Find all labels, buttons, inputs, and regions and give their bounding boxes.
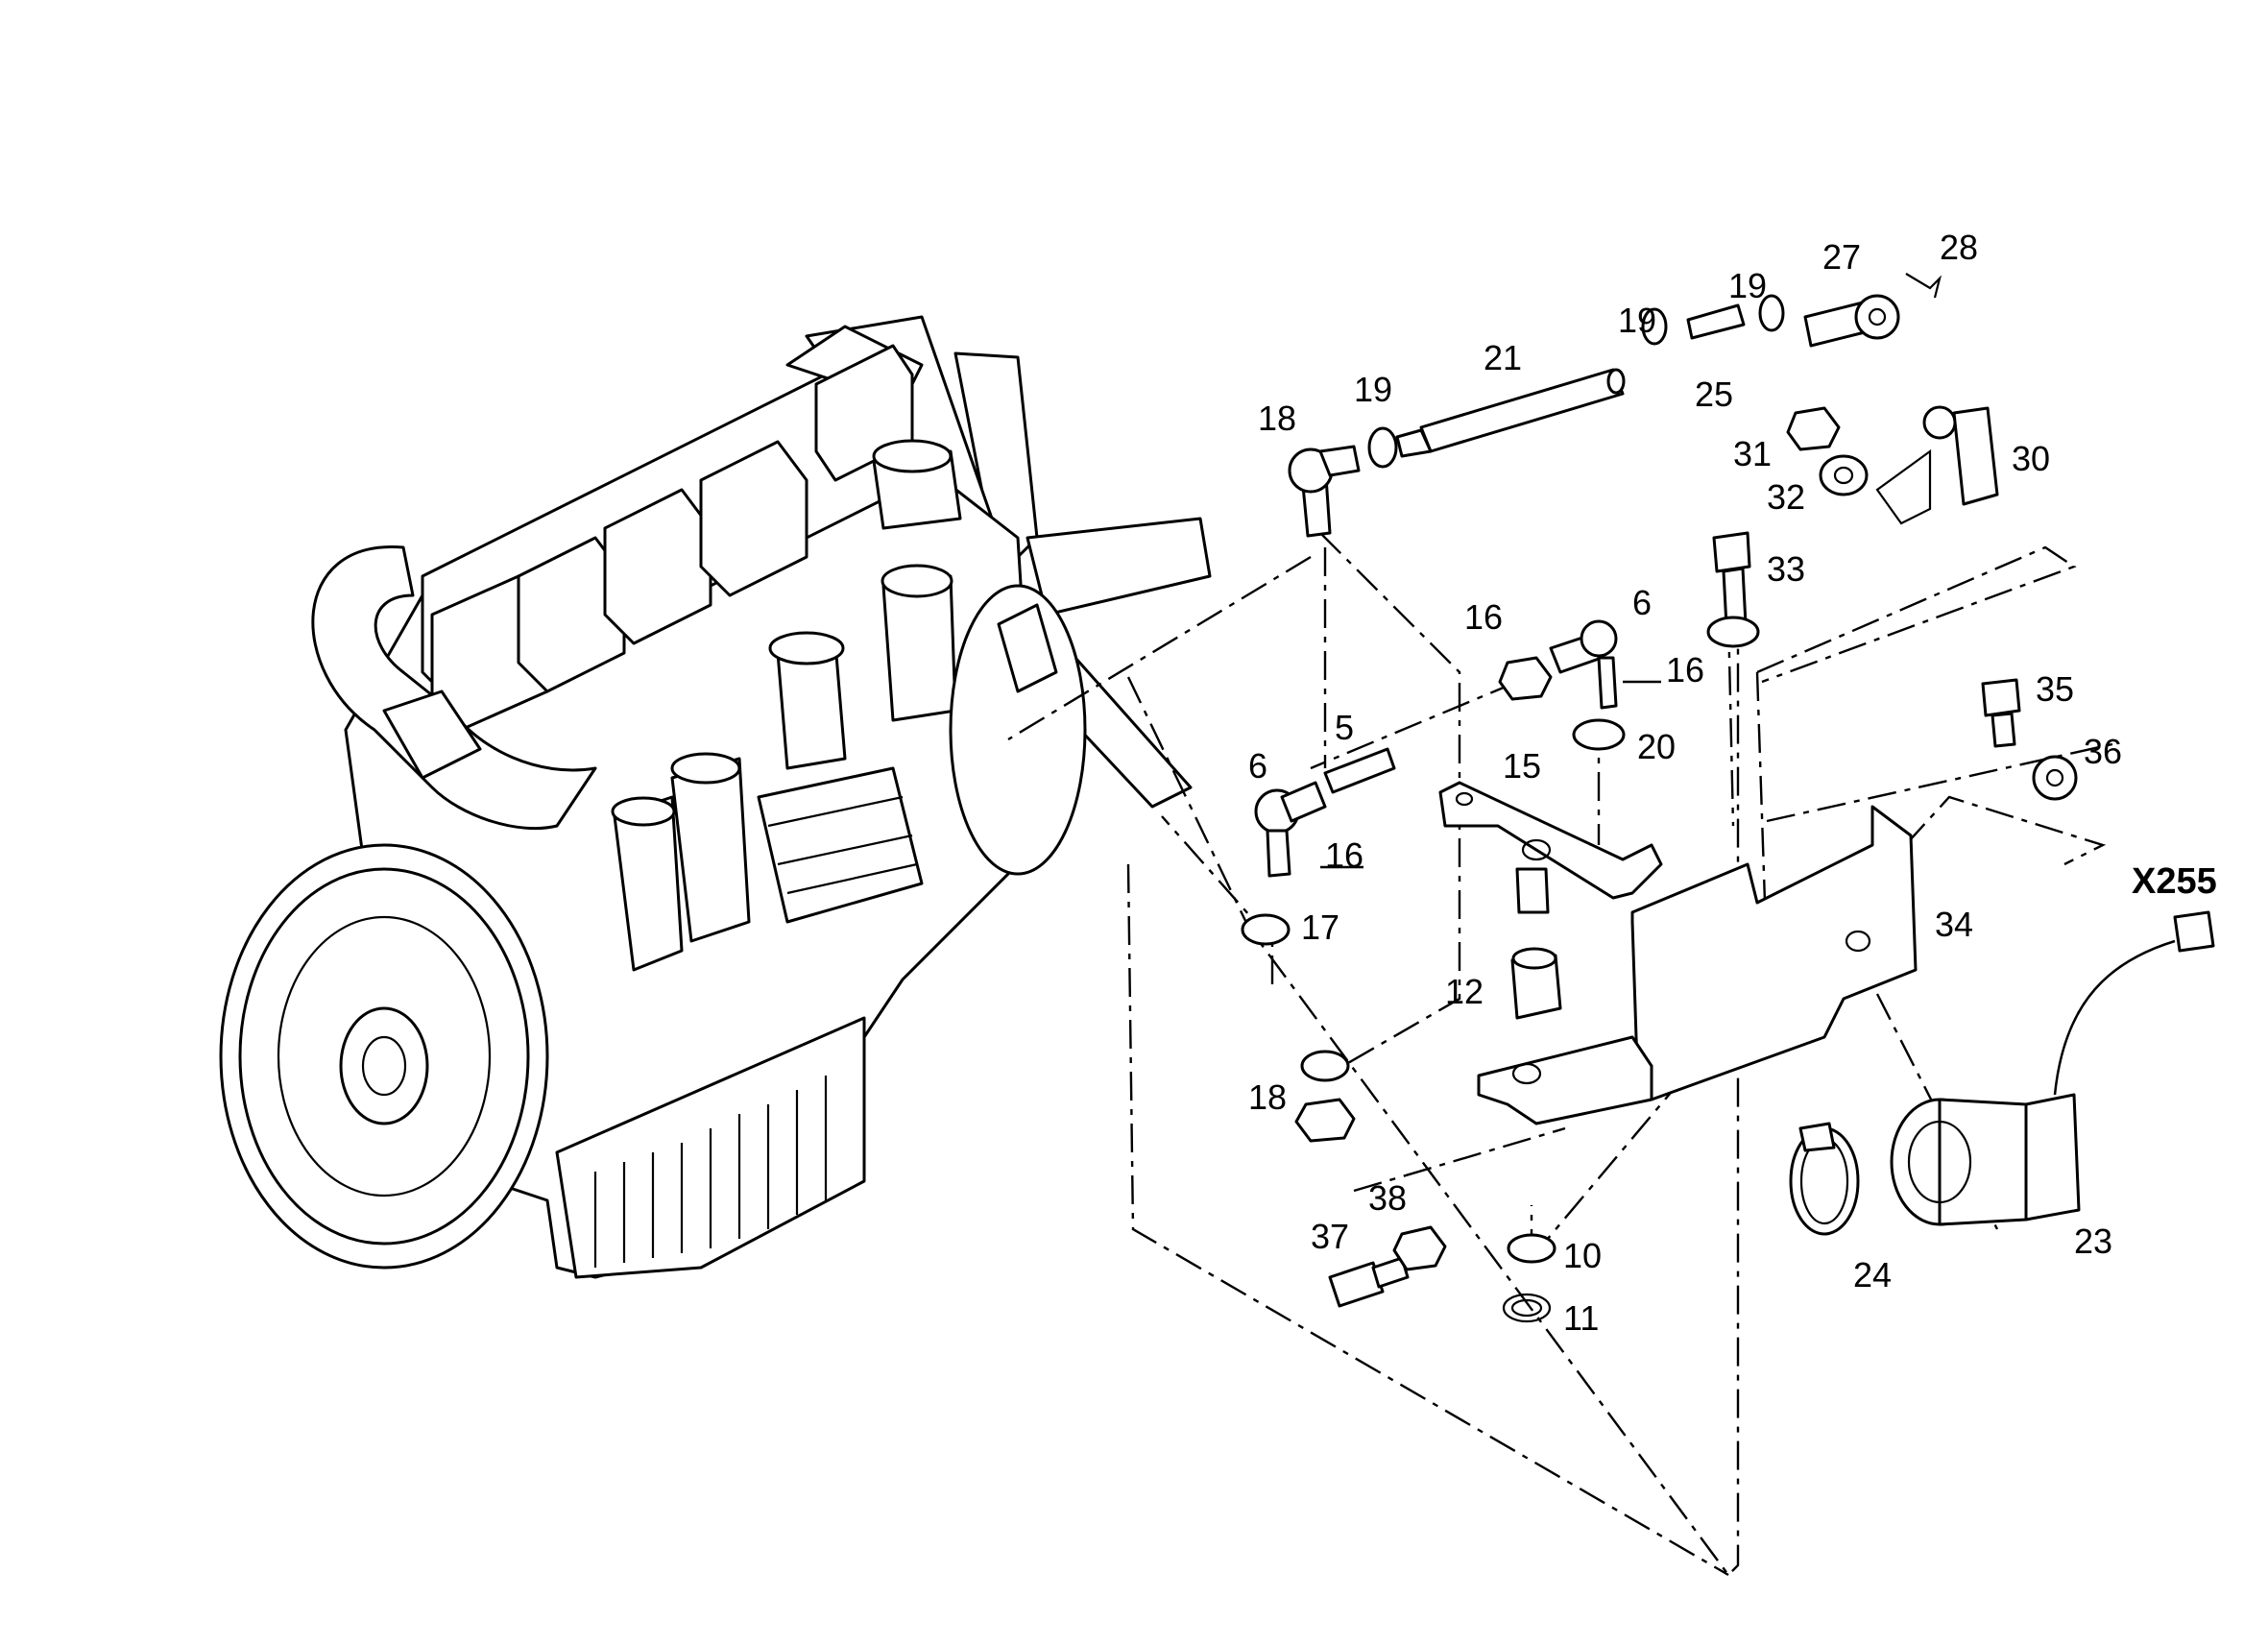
label-17: 17 bbox=[1301, 907, 1339, 947]
label-24: 24 bbox=[1853, 1255, 1892, 1294]
label-35: 35 bbox=[2036, 669, 2074, 709]
label-20: 20 bbox=[1637, 727, 1676, 766]
label-12: 12 bbox=[1445, 972, 1484, 1011]
label-18-bottom: 18 bbox=[1248, 1077, 1287, 1117]
label-33: 33 bbox=[1767, 549, 1805, 589]
label-28: 28 bbox=[1940, 228, 1978, 267]
label-15: 15 bbox=[1503, 746, 1541, 786]
label-10: 10 bbox=[1563, 1236, 1602, 1275]
label-19-left: 19 bbox=[1354, 370, 1392, 409]
label-16-mid: 16 bbox=[1666, 650, 1704, 689]
label-5: 5 bbox=[1335, 708, 1354, 747]
label-6-top: 6 bbox=[1632, 583, 1652, 622]
label-27: 27 bbox=[1822, 237, 1861, 277]
label-19-mid: 19 bbox=[1618, 301, 1656, 340]
label-36: 36 bbox=[2084, 732, 2122, 771]
parts bbox=[1241, 273, 2215, 1323]
engine-assembly bbox=[219, 315, 1212, 1279]
label-34: 34 bbox=[1935, 905, 1973, 944]
label-37: 37 bbox=[1311, 1217, 1349, 1256]
label-18-top: 18 bbox=[1258, 399, 1296, 438]
label-6-left: 6 bbox=[1248, 746, 1267, 786]
label-11: 11 bbox=[1563, 1298, 1599, 1338]
leader-lines bbox=[1320, 680, 1661, 869]
label-23: 23 bbox=[2074, 1222, 2112, 1261]
label-31: 31 bbox=[1733, 434, 1772, 473]
label-19-right: 19 bbox=[1728, 266, 1767, 305]
label-16-top: 16 bbox=[1464, 597, 1503, 637]
label-38: 38 bbox=[1368, 1178, 1407, 1218]
label-32: 32 bbox=[1767, 477, 1805, 517]
callout-labels: 18 19 21 19 25 19 27 28 31 32 30 33 16 6… bbox=[1248, 228, 2217, 1338]
label-30: 30 bbox=[2012, 439, 2050, 478]
label-21: 21 bbox=[1484, 338, 1522, 377]
connector-label-x255: X255 bbox=[2132, 861, 2217, 902]
label-16-left: 16 bbox=[1325, 835, 1363, 875]
label-25: 25 bbox=[1695, 375, 1733, 414]
